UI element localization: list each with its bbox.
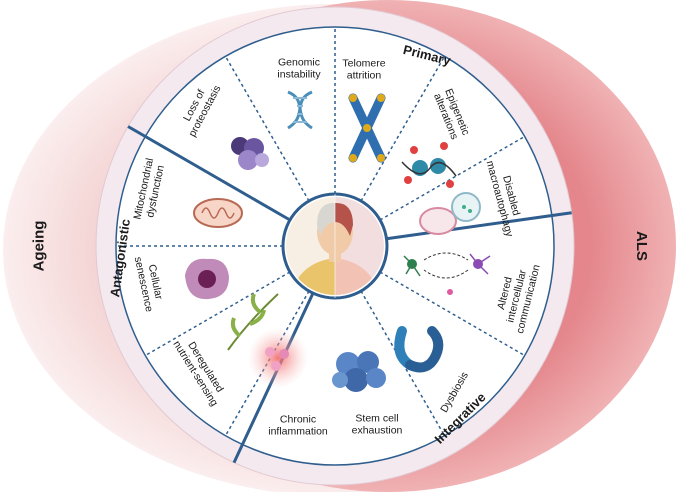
hallmark-label-genomic-line: Genomic: [278, 57, 320, 69]
sector-divider: [360, 290, 446, 437]
group-divider: [127, 125, 291, 222]
hallmark-label-telomere-line: Telomere: [342, 58, 385, 70]
hallmark-label-stemcell-line: Stem cell: [355, 413, 398, 425]
chromosome-icon: [348, 93, 386, 163]
hallmark-label-telomere-line: attrition: [347, 70, 382, 82]
hallmark-label-inflammation-line: Chronic: [280, 414, 316, 426]
mitochondrion-icon: [193, 198, 243, 228]
neurons-icon: [403, 252, 491, 295]
plant-icon: [227, 293, 279, 351]
dna-icon: [287, 90, 313, 130]
sector-divider: [360, 55, 446, 202]
sector-divider: [144, 271, 291, 357]
hallmark-label-stemcell-line: exhaustion: [352, 425, 403, 437]
als-label-line: ALS: [633, 231, 650, 261]
senescent-cell-icon: [185, 258, 229, 300]
sector-divider: [379, 135, 526, 221]
ageing-label: Ageing: [30, 221, 47, 272]
stem-cell-cluster-icon: [332, 351, 386, 392]
nucleosome-icon: [401, 142, 457, 188]
sector-divider: [224, 290, 310, 437]
protein-aggregate-icon: [231, 137, 269, 170]
bacteria-icon: [394, 326, 444, 373]
inflammation-icon: [248, 328, 308, 388]
group-divider: [386, 211, 572, 241]
autophagosome-icon: [419, 192, 481, 235]
hallmark-label-intercellular: Alteredintercellularcommunication: [491, 257, 543, 334]
hallmark-label-inflammation-line: inflammation: [268, 426, 328, 438]
als-label: ALS: [633, 231, 650, 261]
ageing-label-line: Ageing: [30, 221, 47, 272]
hallmark-label-genomic-line: instability: [277, 69, 321, 81]
sector-divider: [379, 271, 526, 357]
sector-divider: [224, 55, 310, 202]
